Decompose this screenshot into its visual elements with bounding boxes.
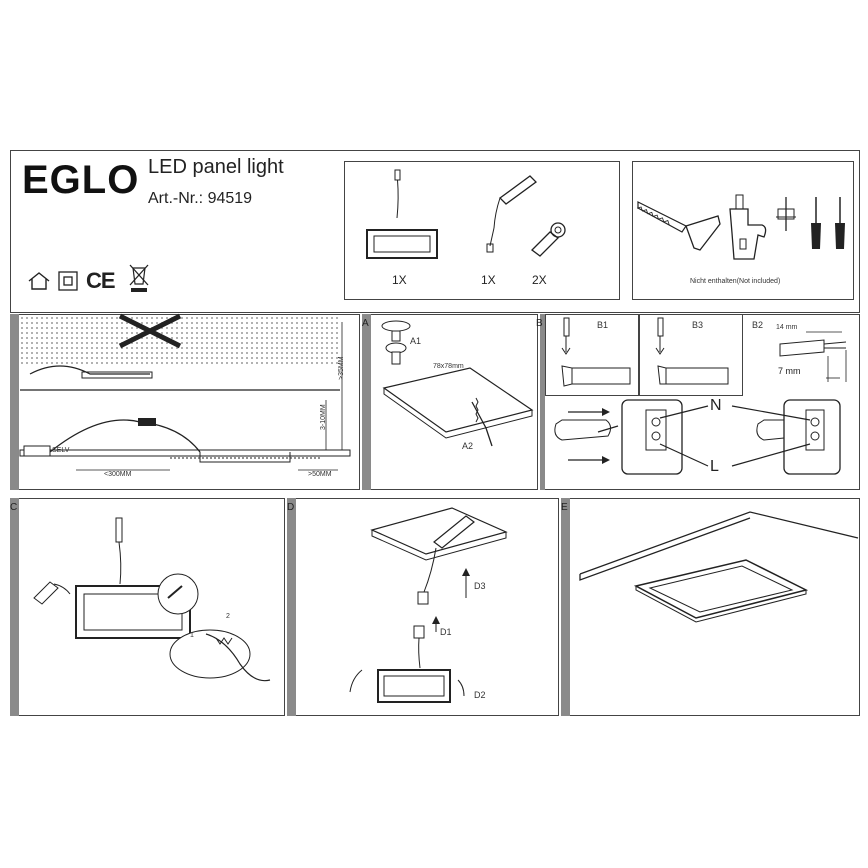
flat-screwdriver-icon [811, 197, 821, 249]
dimension-side-clearance: >50MM [308, 471, 332, 478]
article-label: Art.-Nr.: [148, 190, 204, 207]
dimension-ceiling-height: >35MM [338, 356, 345, 380]
step-b3-label: B3 [692, 320, 704, 330]
step-a1-label: A1 [410, 336, 422, 346]
cutout-dimension: 78x78mm [433, 363, 464, 370]
wall-plug-icon [776, 197, 796, 231]
dimension-cable-length: <300MM [104, 471, 132, 478]
panel-separator [10, 314, 19, 490]
qty-driver: 1X [481, 273, 496, 287]
led-panel-icon [366, 169, 438, 259]
saw-icon [636, 201, 721, 251]
weee-crossed-bin-icon [129, 264, 149, 292]
installed-panel-illustration [579, 511, 859, 623]
article-number: Art.-Nr.: 94519 [148, 190, 252, 208]
indoor-house-icon [28, 272, 50, 290]
step-d2-label: D2 [474, 690, 486, 700]
selv-label: SELV [52, 447, 70, 454]
drill-icon [729, 194, 767, 260]
driver-cover-open-illustration [561, 317, 631, 387]
class-ii-double-square-icon [58, 271, 78, 291]
spring-clip-mount-illustration [33, 517, 271, 682]
step-c1-marker: 1 [190, 632, 194, 639]
panel-insertion-illustration [349, 507, 508, 703]
driver-icon [486, 175, 537, 253]
step-b1-label: B1 [597, 320, 609, 330]
ceiling-cutout-illustration [382, 367, 534, 447]
step-a-letter: A [362, 318, 369, 329]
spring-clip-icon [531, 222, 566, 257]
step-b2-label: B2 [752, 320, 764, 330]
qty-clips: 2X [532, 273, 547, 287]
panel-separator [362, 314, 371, 490]
step-d3-label: D3 [474, 581, 486, 591]
ce-mark-icon: CE [86, 268, 116, 293]
qty-panel: 1X [392, 273, 407, 287]
mains-wiring-illustration [554, 399, 841, 475]
product-title: LED panel light [148, 156, 284, 178]
live-label: L [710, 458, 719, 475]
panel-separator [540, 314, 545, 490]
strip-length-7mm: 7 mm [778, 366, 801, 376]
dimension-ceiling-thickness: 3-10MM [320, 404, 327, 430]
step-a2-label: A2 [462, 441, 474, 451]
step-d1-label: D1 [440, 627, 452, 637]
strip-length-14mm: 14 mm [776, 324, 798, 331]
driver-cover-close-illustration [655, 317, 729, 385]
tools-not-included-note: Nicht enthalten(Not included) [690, 278, 781, 285]
brand-logo: EGLO [22, 158, 140, 202]
step-c-letter: C [10, 502, 18, 513]
cutout-drill-illustration [381, 320, 411, 365]
neutral-label: N [710, 397, 722, 414]
panel-separator [561, 498, 570, 716]
phillips-screwdriver-icon [835, 197, 845, 249]
ceiling-detail-illustration [20, 313, 340, 391]
step-d-letter: D [287, 502, 295, 513]
step-b-letter: B [536, 318, 543, 329]
step-e-letter: E [561, 502, 568, 513]
panel-separator [287, 498, 296, 716]
article-value: 94519 [207, 190, 253, 207]
wire-strip-illustration [779, 331, 847, 382]
step-c2-marker: 2 [226, 613, 230, 620]
panel-separator [10, 498, 19, 716]
ceiling-cross-section-illustration [19, 322, 351, 471]
